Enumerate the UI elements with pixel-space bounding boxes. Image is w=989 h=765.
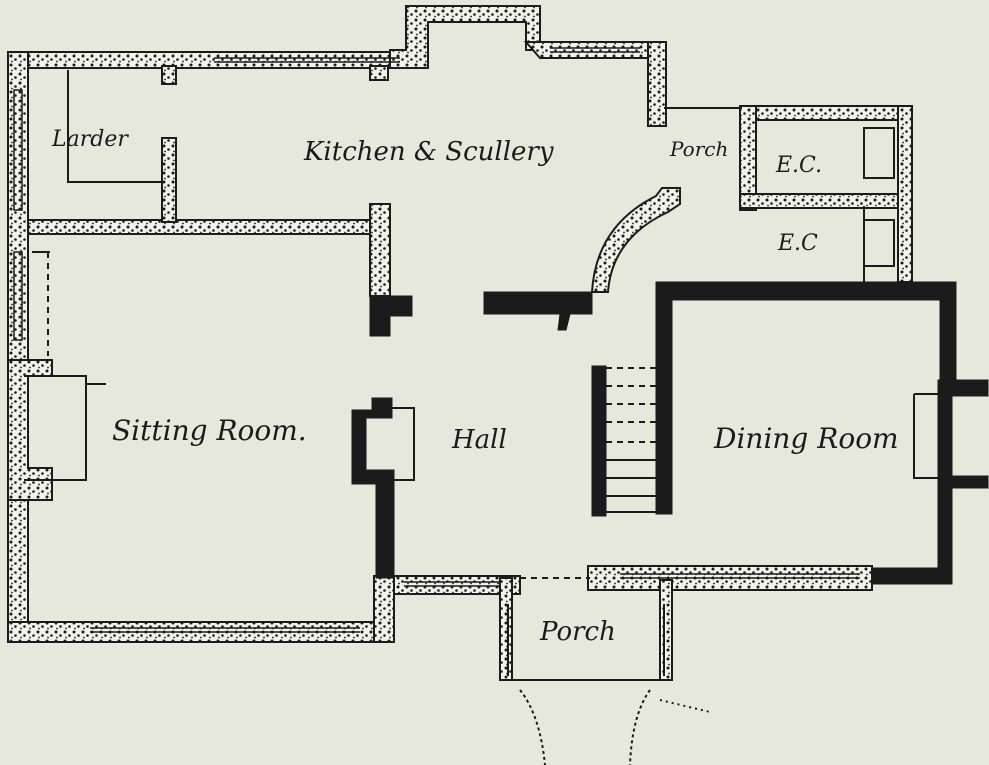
kitchen-label: Kitchen & Scullery: [303, 137, 554, 167]
back-porch-label: Porch: [669, 137, 728, 161]
solid-walls: [351, 281, 989, 585]
ec-upper-label: E.C.: [775, 153, 822, 178]
sitting-room-label: Sitting Room.: [112, 414, 307, 447]
larder-label: Larder: [51, 127, 129, 152]
staircase: [606, 367, 656, 513]
front-porch-walls: [499, 577, 673, 681]
room-labels: Larder Kitchen & Scullery Porch E.C. E.C…: [51, 127, 899, 647]
ec-lower-label: E.C: [777, 231, 818, 256]
front-porch-label: Porch: [539, 617, 616, 647]
dining-room-label: Dining Room: [713, 422, 899, 455]
stippled-walls: [7, 5, 913, 643]
hall-label: Hall: [451, 425, 507, 455]
fittings: [13, 47, 940, 765]
